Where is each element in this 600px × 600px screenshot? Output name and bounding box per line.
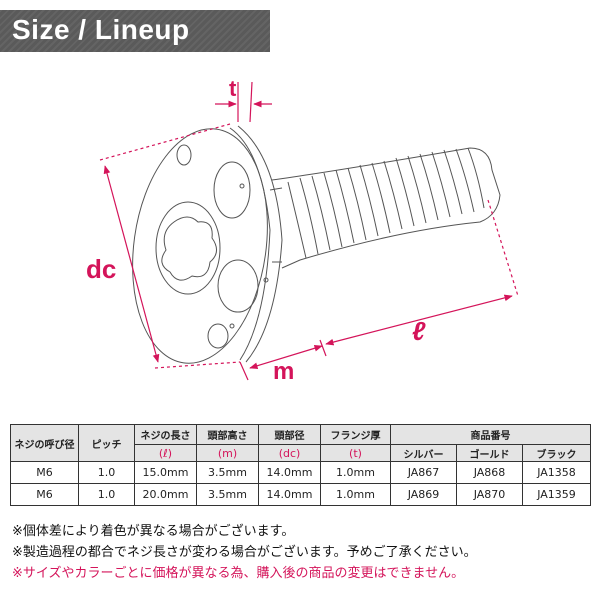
header-gold: ゴールド [456,444,523,462]
table-row: M6 1.0 20.0mm 3.5mm 14.0mm 1.0mm JA869 J… [10,483,592,506]
cell-nominal: M6 [10,483,79,506]
notes: ※個体差により着色が異なる場合がございます。 ※製造過程の都合でネジ長さが変わる… [12,521,592,584]
dimension-label-m: m [273,358,295,385]
cell-head-height: 3.5mm [196,461,259,484]
dimension-label-dc: dc [86,254,117,284]
cell-black: JA1358 [521,461,592,484]
cell-nominal: M6 [10,461,79,484]
flange-torx-bolt-drawing-icon [99,81,519,381]
cell-pitch: 1.0 [78,483,135,506]
header-product-no: 商品番号 [389,424,592,445]
cell-head-height: 3.5mm [196,483,259,506]
unit-head-diameter: (dc) [258,444,321,462]
header-head-height: 頭部高さ [196,424,259,445]
cell-silver: JA867 [390,461,457,484]
note-length-variation: ※製造過程の都合でネジ長さが変わる場合がございます。予めご了承ください。 [12,545,477,560]
unit-length: (ℓ) [134,444,197,462]
cell-head-diameter: 14.0mm [258,483,321,506]
cell-pitch: 1.0 [78,461,135,484]
unit-head-height: (m) [196,444,259,462]
cell-length: 15.0mm [134,461,197,484]
header-nominal: ネジの呼び径 [10,424,79,462]
cell-gold: JA870 [456,483,523,506]
spec-table: ネジの呼び径 ピッチ ネジの長さ 頭部高さ 頭部径 フランジ厚 商品番号 (ℓ)… [10,424,592,506]
header-silver: シルバー [390,444,457,462]
cell-head-diameter: 14.0mm [258,461,321,484]
header-head-diameter: 頭部径 [258,424,321,445]
dimension-label-l: ℓ [412,316,426,346]
section-title: Size / Lineup [12,14,190,45]
table-row: M6 1.0 15.0mm 3.5mm 14.0mm 1.0mm JA867 J… [10,461,592,484]
header-pitch: ピッチ [78,424,135,462]
note-coloring: ※個体差により着色が異なる場合がございます。 [12,524,295,539]
cell-black: JA1359 [521,483,592,506]
unit-flange-thickness: (t) [320,444,391,462]
header-black: ブラック [521,444,592,462]
cell-flange-thickness: 1.0mm [320,483,391,506]
cell-length: 20.0mm [134,483,197,506]
header-flange-thickness: フランジ厚 [320,424,391,445]
bolt-diagram: t dc m ℓ [0,60,600,390]
cell-silver: JA869 [390,483,457,506]
dimension-label-t: t [229,76,237,101]
cell-flange-thickness: 1.0mm [320,461,391,484]
section-banner: Size / Lineup [0,10,270,52]
header-length: ネジの長さ [134,424,197,445]
note-no-exchange: ※サイズやカラーごとに価格が異なる為、購入後の商品の変更はできません。 [12,566,465,581]
cell-gold: JA868 [456,461,523,484]
